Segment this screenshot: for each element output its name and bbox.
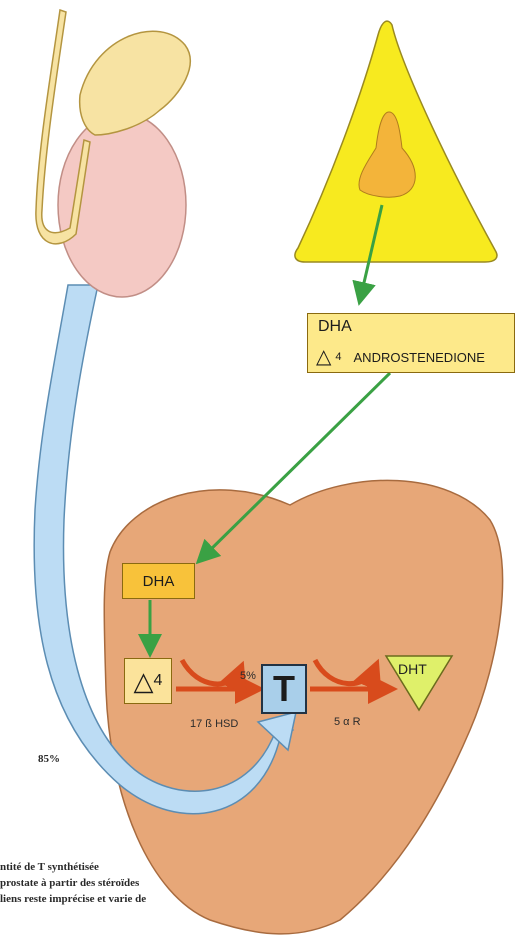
testis-percent-label: 85% xyxy=(38,753,60,765)
androstenedione-label: ANDROSTENEDIONE xyxy=(354,350,485,365)
epididymis xyxy=(80,31,191,135)
delta4-subscript: 4 xyxy=(154,672,163,690)
testosterone-box: T xyxy=(261,664,307,714)
enzyme-17b-hsd-label: 17 ß HSD xyxy=(190,718,238,730)
five-percent-label: 5% xyxy=(240,670,256,682)
caption-line-3: liens reste imprécise et varie de xyxy=(0,891,240,907)
enzyme-5a-reductase-label: 5 α R xyxy=(334,716,361,728)
delta4-box: △ 4 xyxy=(124,658,172,704)
delta-subscript: 4 xyxy=(335,351,341,363)
androstenedione-label-row: △ 4 ANDROSTENEDIONE xyxy=(316,347,485,367)
caption-text: ntité de T synthétisée prostate à partir… xyxy=(0,859,240,907)
prostate-dha-box: DHA xyxy=(122,563,195,599)
delta-icon: △ xyxy=(316,347,331,367)
caption-line-1: ntité de T synthétisée xyxy=(0,859,240,875)
prostate-dha-label: DHA xyxy=(143,573,175,590)
caption-line-2: prostate à partir des stéroïdes xyxy=(0,875,240,891)
dht-label: DHT xyxy=(398,661,427,677)
adrenal-steroid-box: DHA △ 4 ANDROSTENEDIONE xyxy=(307,313,515,373)
testosterone-label: T xyxy=(273,668,295,710)
adrenal-dha-label: DHA xyxy=(318,318,352,336)
delta-icon: △ xyxy=(134,668,154,694)
